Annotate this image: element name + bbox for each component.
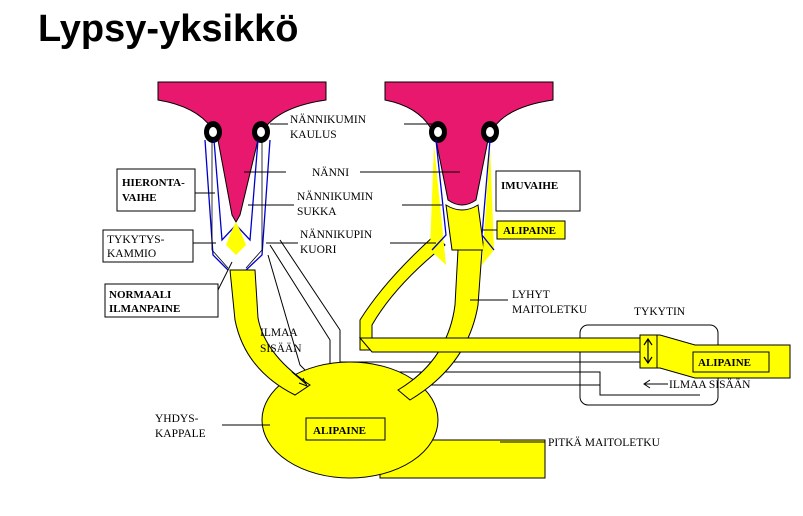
label-alipaine-tykytin: ALIPAINE [698,357,751,369]
label-normaali-1: NORMAALI [109,289,171,301]
short-milk-tube-right [397,249,483,401]
label-sukka-1: NÄNNIKUMIN [297,189,374,203]
shell-left-outer [211,140,263,269]
alipaine-center-box [305,417,386,441]
label-kaulus-2: KAULUS [290,129,337,141]
label-kuori-2: KUORI [300,244,337,256]
label-ilmaa-1: ILMAA [260,327,298,339]
label-alipaine-center: ALIPAINE [313,425,366,437]
short-milk-tube-left [229,269,311,396]
label-lyhyt-2: MAITOLETKU [512,304,588,316]
liner-right-milk [445,204,485,251]
label-tykytin: TYKYTIN [634,306,686,318]
label-tykytys-1: TYKYTYS- [107,234,165,246]
label-tykytys-2: KAMMIO [107,248,156,260]
normaali-box [104,283,219,318]
hieronta-box [116,168,196,212]
liner-right-space [430,145,494,265]
milk-left-drop [226,222,246,255]
page-title: Lypsy-yksikkö [38,8,299,50]
imuvaihe-box [495,170,581,212]
teat-left [157,81,327,224]
label-yhdys-2: KAPPALE [155,428,206,440]
label-hieronta-1: HIERONTA- [122,177,185,189]
air-tube-left [269,244,700,396]
label-lyhyt-1: LYHYT [512,289,550,301]
pulsator-vacuum-tube [358,337,641,353]
shell-left [204,139,271,271]
label-sukka-2: SUKKA [297,206,337,218]
label-kuori-1: NÄNNIKUPIN [300,227,373,241]
label-ilmaa-2: SISÄÄN [260,341,302,355]
short-milk-tube-right-loop [359,234,446,351]
teat-right [384,81,554,206]
label-nanni: NÄNNI [312,165,349,179]
label-kaulus-1: NÄNNIKUMIN [290,112,367,126]
label-yhdys-1: YHDYS- [155,413,199,425]
label-normaali-2: ILMANPAINE [109,303,180,315]
label-pitka: PITKÄ MAITOLETKU [548,435,661,449]
alipaine-tykytin-box [692,351,770,373]
valve-arrow-up [643,337,653,346]
label-alipaine-right: ALIPAINE [503,225,556,237]
label-hieronta-2: VAIHE [122,192,157,204]
label-ilmaa-sisaan-right: ILMAA SISÄÄN [669,377,751,391]
tykytys-box [102,229,194,263]
air-tube-left-inner [279,239,640,363]
label-imuvaihe: IMUVAIHE [501,180,558,192]
valve-arrow-down [643,356,653,365]
